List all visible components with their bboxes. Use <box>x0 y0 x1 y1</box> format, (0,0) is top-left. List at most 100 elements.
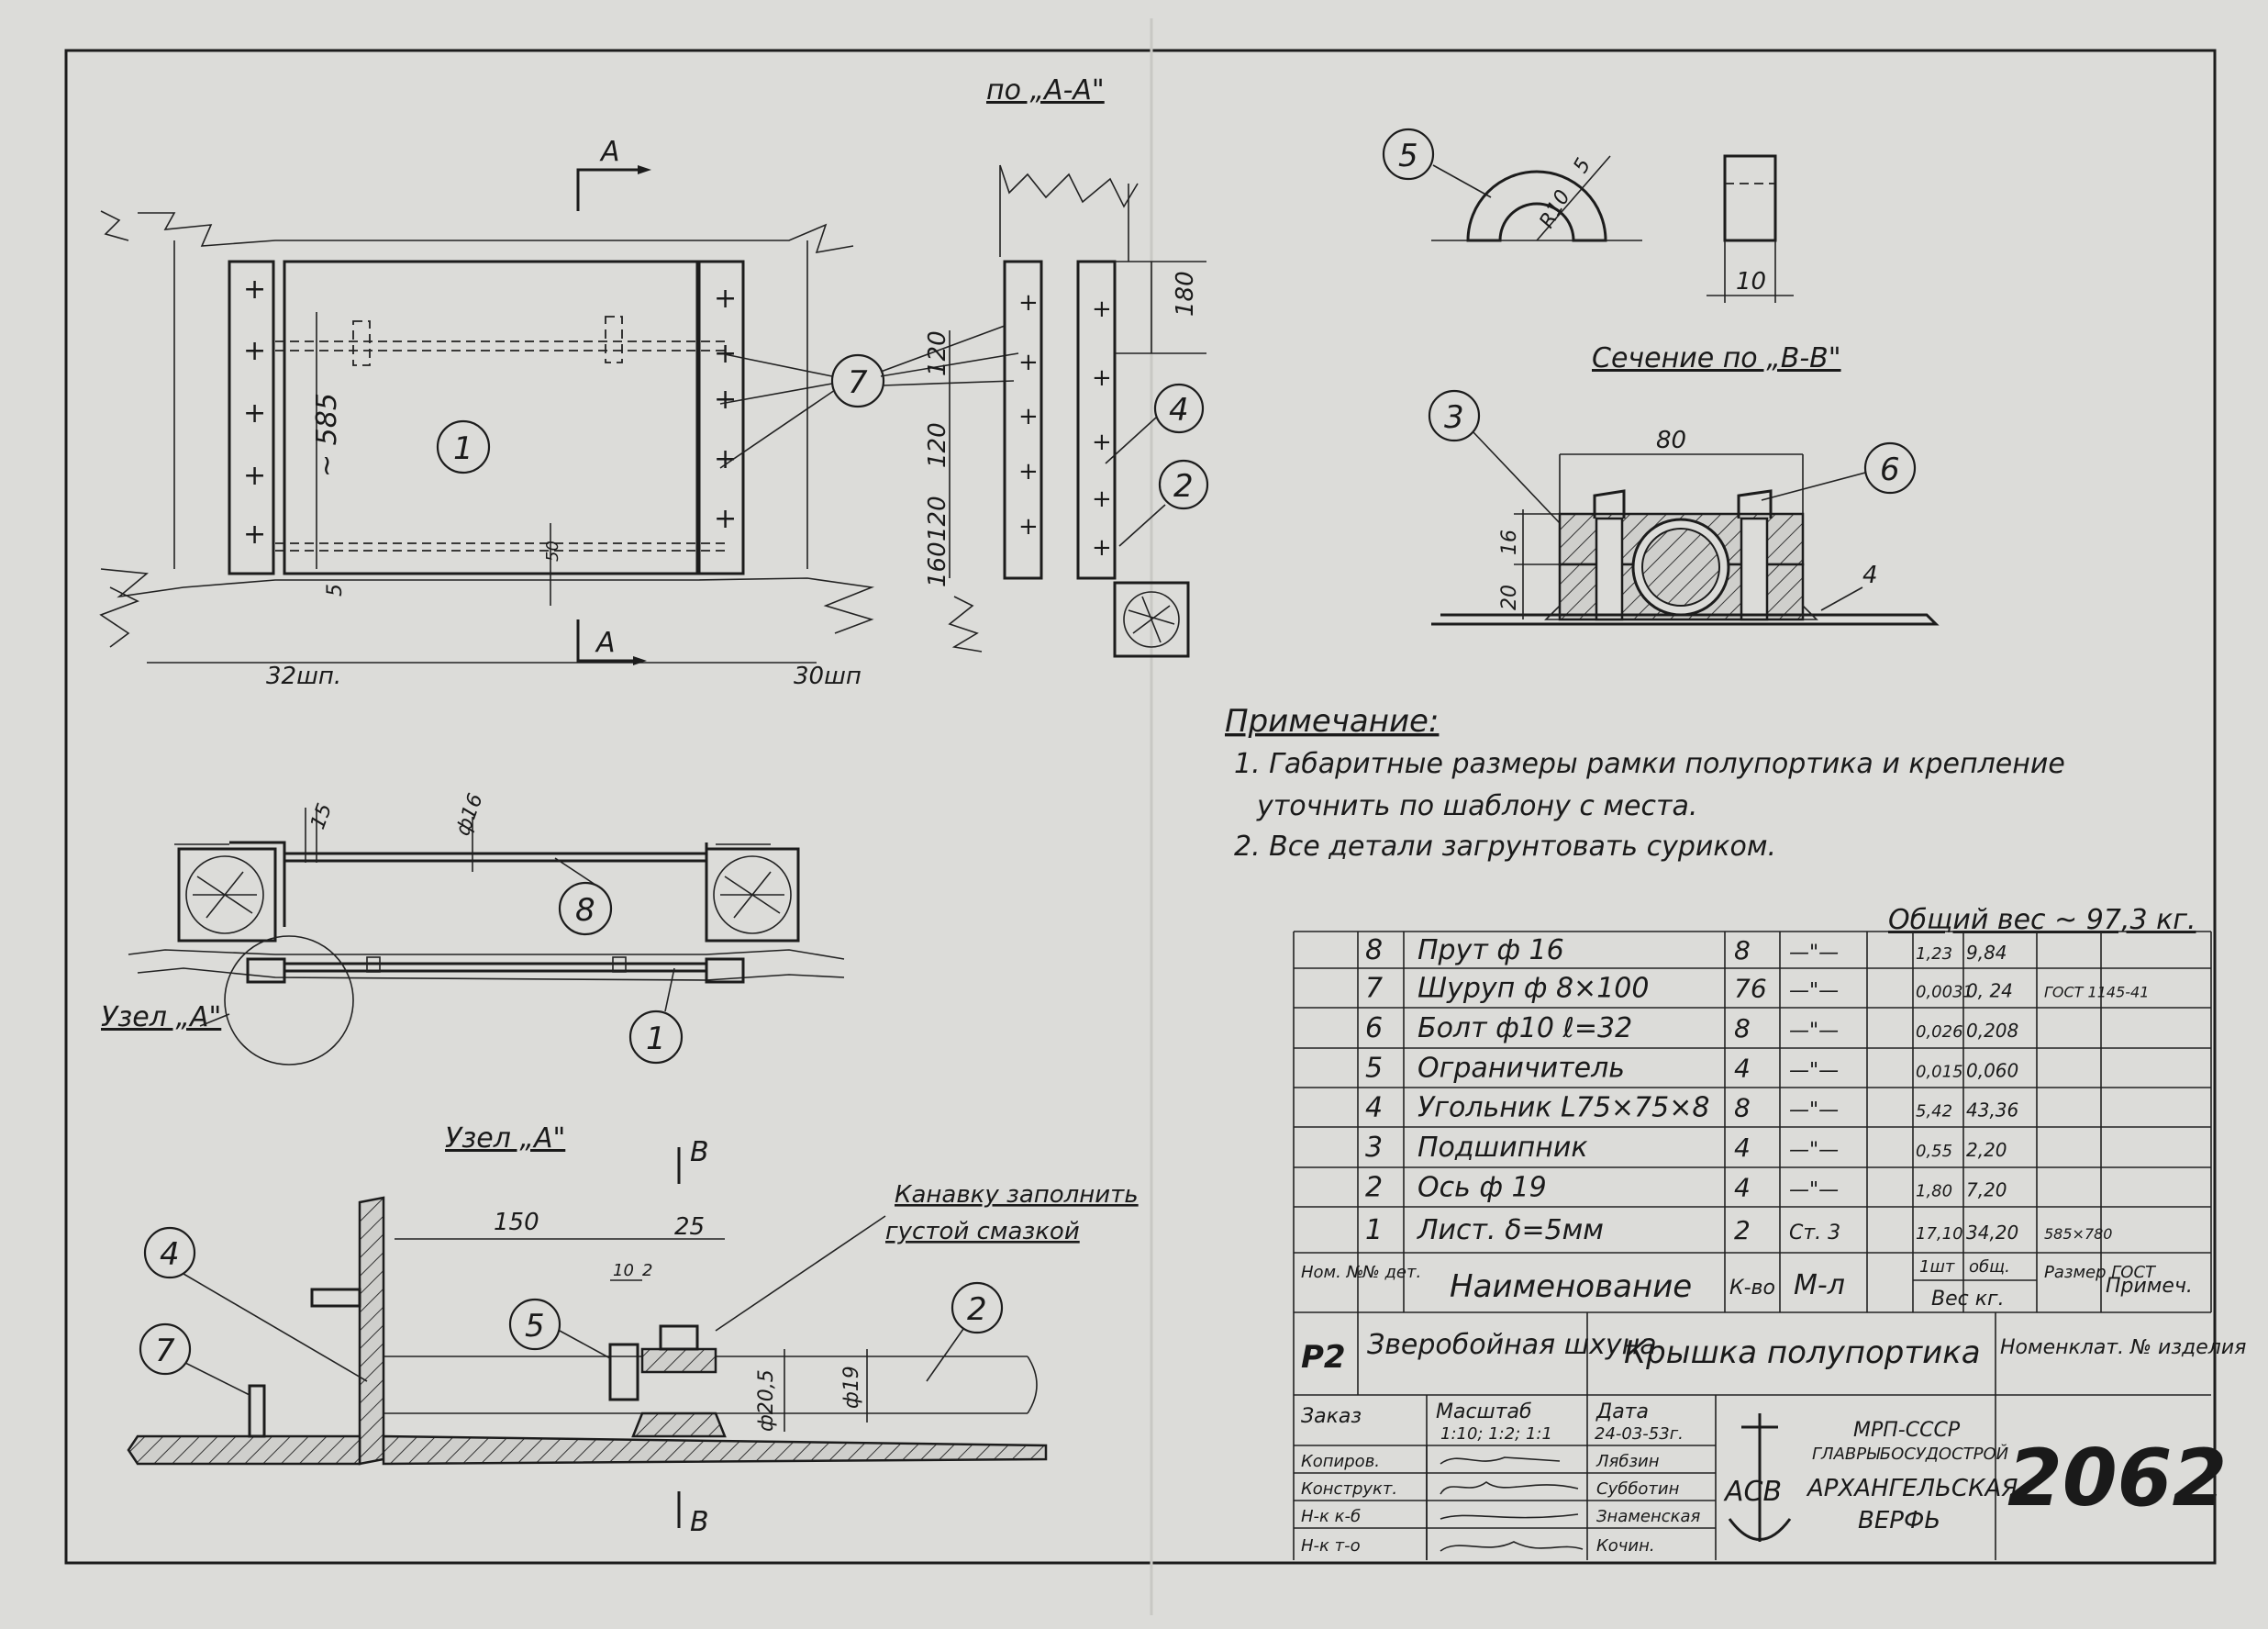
balloon-1-plan: 1 <box>646 1021 666 1057</box>
section-aa-title: по „А-А" <box>986 74 1105 106</box>
tb-code: Р2 <box>1301 1339 1346 1376</box>
balloon-7-node: 7 <box>155 1333 175 1369</box>
balloon-4-aa: 4 <box>1169 392 1189 429</box>
cell-mat: —"— <box>1789 942 1839 965</box>
dim-120b: 120 <box>924 422 951 468</box>
svg-text:+: + <box>1018 458 1039 485</box>
svg-text:+: + <box>243 397 266 430</box>
tb-order-label: Заказ <box>1301 1405 1362 1428</box>
cell-name: Угольник L75×75×8 <box>1418 1092 1709 1124</box>
dim-120c: 120 <box>924 496 951 541</box>
tb-name-2: Субботин <box>1596 1479 1680 1499</box>
table-header-w2: общ. <box>1969 1257 2010 1277</box>
dim-phi16: ф16 <box>451 791 488 840</box>
table-header-std: Размер ГОСТ <box>2044 1263 2157 1282</box>
cell-name: Болт ф10 ℓ=32 <box>1418 1012 1632 1044</box>
svg-text:+: + <box>1092 534 1112 562</box>
cell-mat: —"— <box>1789 1139 1839 1162</box>
balloon-6: 6 <box>1880 452 1900 488</box>
cell-qty: 8 <box>1734 1093 1751 1123</box>
notes-block: Примечание: 1. Габаритные размеры рамки … <box>1225 703 2065 863</box>
cell-qty: 4 <box>1734 1132 1751 1163</box>
balloon-2-node: 2 <box>967 1291 987 1328</box>
cell-mat: Ст. 3 <box>1789 1222 1840 1244</box>
svg-text:+: + <box>714 503 737 535</box>
balloon-2-aa: 2 <box>1173 468 1194 505</box>
callout-4-bb: 4 <box>1862 562 1878 589</box>
tb-scale-label: Масштаб <box>1436 1400 1532 1423</box>
node-a-title: Узел „А" <box>445 1122 565 1155</box>
drawing-frame <box>64 49 2217 1565</box>
section-bb-title: Сечение по „В-В" <box>1592 342 1841 374</box>
cell-w1: 0,015 <box>1916 1063 1963 1082</box>
tb-name-1: Лябзин <box>1595 1452 1660 1471</box>
notes-title: Примечание: <box>1225 703 1439 740</box>
dim-10-part5: 10 <box>1736 268 1766 296</box>
cell-w2: 9,84 <box>1966 942 2007 964</box>
cell-no: 2 <box>1365 1172 1383 1204</box>
total-weight: Общий вес ~ 97,3 кг. <box>1888 904 2196 936</box>
cell-w2: 0, 24 <box>1966 980 2013 1002</box>
tb-role-kb: Н-к к-б <box>1301 1507 1361 1526</box>
dim-10-node: 10 <box>613 1261 634 1280</box>
table-header-qty: К-во <box>1729 1277 1775 1300</box>
cell-w1: 5,42 <box>1916 1102 1952 1121</box>
table-header-no: Ном. № <box>1301 1263 1363 1282</box>
cell-std: ГОСТ 1145-41 <box>2044 984 2149 1001</box>
table-header-det: № дет. <box>1362 1263 1421 1282</box>
signatures <box>1440 1456 1584 1552</box>
cell-name: Ось ф 19 <box>1418 1172 1547 1204</box>
cell-w2: 2,20 <box>1966 1139 2007 1161</box>
cell-w1: 1,80 <box>1916 1182 1952 1201</box>
cell-qty: 4 <box>1734 1173 1751 1203</box>
balloon-7: 7 <box>848 364 868 401</box>
node-a-reference: Узел „А" <box>101 1001 221 1033</box>
dim-50: 50 <box>543 541 562 562</box>
tb-date-label: Дата <box>1595 1400 1649 1423</box>
cell-no: 6 <box>1365 1012 1383 1044</box>
dim-5-part5: 5 <box>1570 154 1596 177</box>
dim-phi19: ф19 <box>840 1366 863 1409</box>
cell-qty: 76 <box>1734 974 1767 1004</box>
cell-name: Прут ф 16 <box>1418 934 1564 966</box>
dim-180: 180 <box>1172 271 1199 317</box>
tb-org-2: ГЛАВРЫБОСУДОСТРОЙ <box>1812 1444 2008 1464</box>
part-5-view: 5 R10 5 10 <box>1382 128 1794 303</box>
dim-150: 150 <box>494 1209 539 1236</box>
title-block: Р2 Зверобойная шхуна Крышка полупортика … <box>1293 1312 2246 1560</box>
balloon-3: 3 <box>1444 399 1464 436</box>
tb-role-to: Н-к т-о <box>1301 1536 1361 1556</box>
tb-org-1: МРП-СССР <box>1853 1419 1961 1442</box>
cell-qty: 4 <box>1734 1054 1751 1084</box>
cell-qty: 2 <box>1734 1215 1751 1245</box>
main-view: +++++ +++++ ~ 585 5 50 32шп. 30шп А А 1 … <box>99 136 1019 690</box>
groove-note-2: густой смазкой <box>885 1218 1080 1245</box>
svg-text:+: + <box>243 519 266 551</box>
note-line-2: уточнить по шаблону с места. <box>1256 790 1697 822</box>
balloon-5-top: 5 <box>1398 138 1418 174</box>
cell-name: Лист. δ=5мм <box>1417 1214 1604 1246</box>
cell-w1: 0,026 <box>1916 1022 1963 1042</box>
cell-name: Подшипник <box>1418 1132 1587 1164</box>
logo-text: АСВ <box>1723 1476 1782 1508</box>
node-a-view: Узел „А" В В Канавку заполнить густой см… <box>127 1122 1139 1538</box>
section-bb-view: Сечение по „В-В" 3 6 80 16 20 4 <box>1428 342 1940 626</box>
balloon-8: 8 <box>575 892 595 929</box>
table-header-weight: Вес кг. <box>1931 1288 2005 1311</box>
tb-org-3: АРХАНГЕЛЬСКАЯ <box>1806 1475 2018 1502</box>
tb-title: Крышка полупортика <box>1624 1334 1981 1371</box>
table-header-mat: М-л <box>1794 1269 1845 1301</box>
svg-text:+: + <box>1018 289 1039 317</box>
cell-name: Ограничитель <box>1418 1053 1625 1085</box>
section-marker-b-top: В <box>690 1136 709 1168</box>
tb-nomenclature: Номенклат. № изделия <box>2000 1336 2246 1359</box>
dim-80: 80 <box>1656 427 1686 454</box>
tb-name-4: Кочин. <box>1596 1536 1655 1556</box>
cell-std: 585×780 <box>2044 1225 2112 1243</box>
cell-mat: —"— <box>1789 1020 1839 1043</box>
